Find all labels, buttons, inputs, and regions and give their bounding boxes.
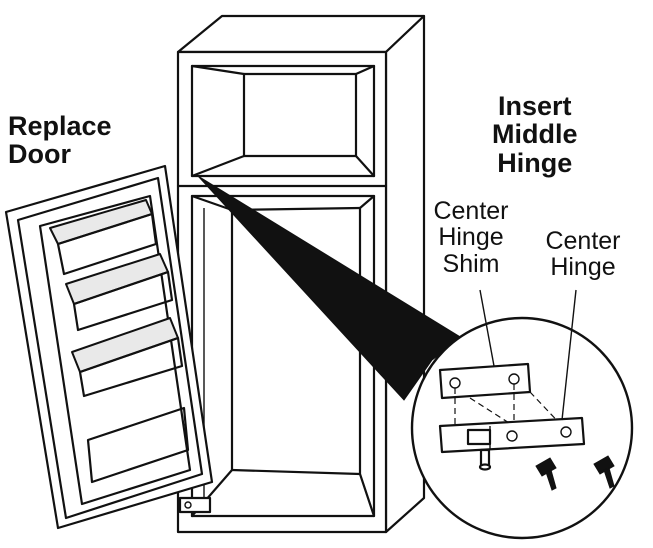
center-hinge-label: Center Hinge (545, 227, 621, 282)
screw-left (535, 457, 557, 491)
center-hinge-part (438, 416, 586, 471)
insert-middle-hinge-label: Insert Middle Hinge (492, 91, 578, 178)
screw-right (593, 455, 615, 489)
center-hinge-shim-part (438, 362, 532, 400)
hinge-leader-line (561, 289, 577, 421)
center-hinge-shim-label: Center Hinge Shim (433, 197, 509, 278)
replace-door-label: Replace Door (8, 111, 112, 170)
refrigerator-door (4, 164, 214, 530)
callout-wedge (197, 175, 463, 401)
shim-leader-line (479, 289, 495, 367)
hinge-detail-circle (410, 316, 634, 540)
